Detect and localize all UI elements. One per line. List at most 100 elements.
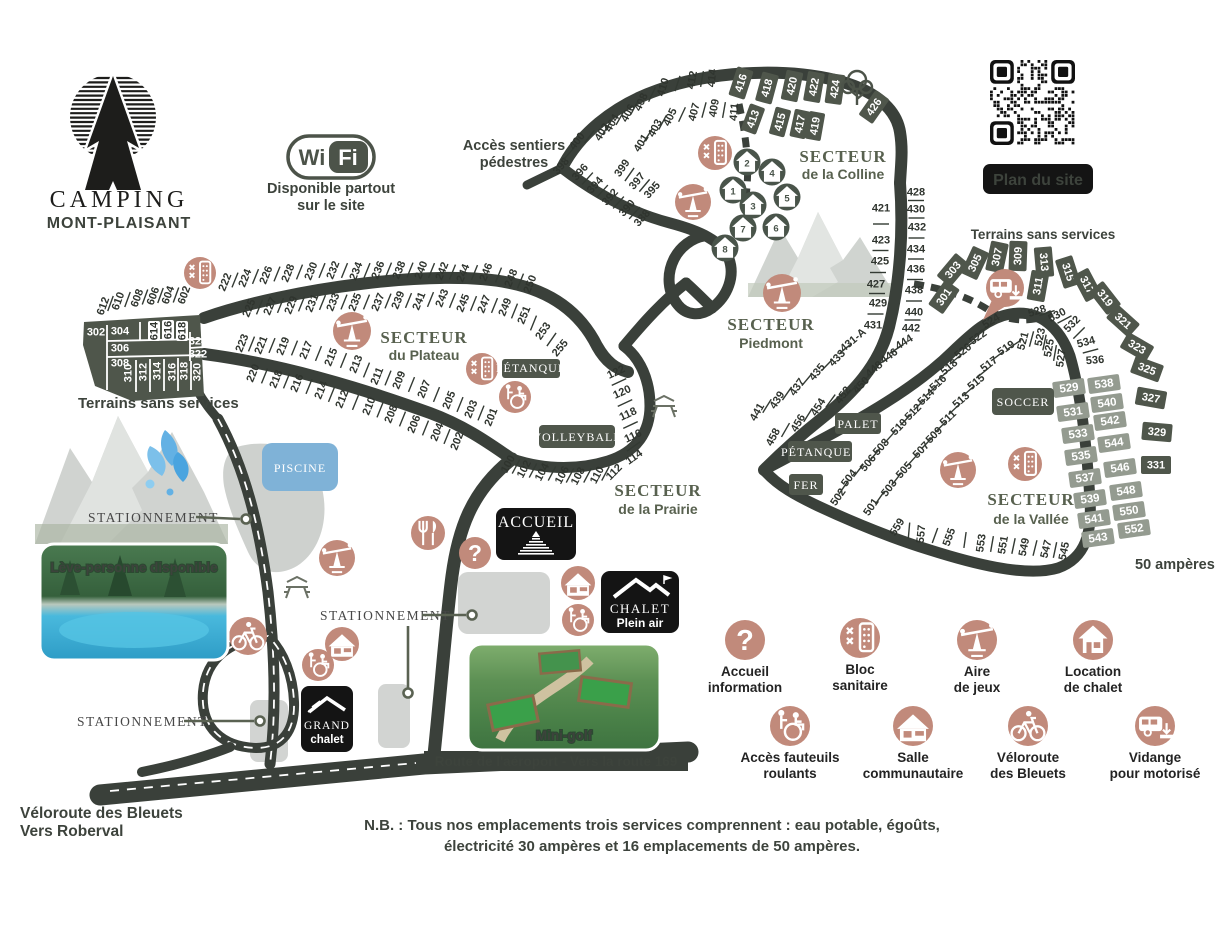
- chalet-number: 3: [750, 202, 755, 213]
- site-number: 249: [496, 296, 514, 318]
- site-number: 222: [216, 271, 234, 293]
- tree-icon: [840, 69, 874, 105]
- brand-logo: CAMPING MONT-PLAISANT: [47, 68, 190, 232]
- nb-line-1: N.B. : Tous nos emplacements trois servi…: [364, 817, 940, 834]
- chalet-roof-icon: [612, 577, 671, 599]
- grand-chalet-label-2: chalet: [310, 734, 343, 746]
- site-number: 421: [872, 203, 890, 215]
- site-number: 310: [123, 364, 135, 382]
- chalet-marker: 2: [733, 148, 761, 176]
- chalet-marker: 4: [758, 158, 786, 186]
- map-icon-question: [459, 537, 491, 569]
- map-icons-layer: [184, 136, 1042, 681]
- road-colline-link: [680, 277, 718, 314]
- map-icon-wheelchair: [302, 649, 334, 681]
- sector-labels: SECTEUR de la Colline SECTEUR Piedmont S…: [380, 147, 1074, 527]
- qr-code: [990, 60, 1075, 145]
- site-number: 540: [1097, 396, 1118, 411]
- legend-label-1: Vidange: [1129, 750, 1182, 765]
- site-number: 221: [252, 334, 270, 356]
- site-number: 302: [87, 327, 105, 339]
- site-number: 539: [1080, 492, 1101, 507]
- map-icon-shower: [698, 136, 732, 170]
- site-number: 537: [1075, 471, 1096, 486]
- site-number: 551: [996, 535, 1011, 555]
- sector-piedmont-2: Piedmont: [739, 335, 803, 351]
- site-number: 442: [902, 323, 920, 335]
- nb-line-2: électricité 30 ampères et 16 emplacement…: [444, 838, 860, 855]
- chalet-marker: 1: [719, 176, 747, 204]
- wifi-caption-2: sur le site: [297, 198, 365, 214]
- site-number: 428: [907, 187, 925, 199]
- site-number: 405: [661, 106, 680, 128]
- road-airport-dashes: [109, 762, 417, 792]
- grand-chalet-label-1: GRAND: [304, 720, 350, 732]
- site-number: 315: [1059, 262, 1076, 283]
- site-number: 215: [322, 346, 340, 368]
- site-number: 247: [475, 293, 493, 315]
- site-number: 306: [111, 343, 129, 355]
- mountains-left: [35, 416, 228, 544]
- site-number: 228: [279, 262, 297, 284]
- sector-piedmont-1: SECTEUR: [727, 315, 814, 334]
- site-number: 395: [642, 179, 663, 201]
- accueil-label: ACCUEIL: [498, 514, 574, 531]
- petanques-label: PÉTANQUES: [781, 445, 859, 459]
- site-number: 513: [950, 390, 972, 411]
- site-number: 547: [1038, 539, 1054, 560]
- grand-chalet-building: GRAND chalet: [301, 686, 353, 752]
- site-number: 232: [324, 259, 342, 281]
- site-number: 313: [1037, 252, 1051, 271]
- site-number: 324: [189, 336, 208, 348]
- legend-label-1: Véloroute: [997, 750, 1060, 765]
- site-number: 546: [1110, 461, 1131, 476]
- site-number: 211: [369, 366, 387, 387]
- chalet-number: 8: [722, 245, 727, 256]
- road-center: [426, 452, 519, 771]
- site-number: 429: [869, 298, 887, 310]
- site-number: 441: [748, 401, 768, 423]
- site-number: 436: [907, 264, 925, 276]
- stationnement-label-b: STATIONNEMENT: [320, 608, 451, 623]
- stationnement-label-c: STATIONNEMENT: [77, 714, 208, 729]
- site-number: 217: [297, 339, 315, 361]
- map-icon-seesaw: [333, 312, 371, 350]
- minigolf-caption: Mini-golf: [536, 728, 593, 743]
- road-west-link: [137, 742, 235, 777]
- terrains-right-label: Terrains sans services: [971, 227, 1116, 242]
- map-icon-rv-pin: [983, 269, 1024, 320]
- parking-center: [378, 684, 410, 748]
- road-piedmont: [758, 177, 908, 476]
- site-number: 544: [1104, 436, 1125, 451]
- map-icon-shower: [466, 353, 498, 385]
- chalet-marker: 5: [773, 183, 801, 211]
- stationnement-label-a: STATIONNEMENT: [88, 510, 219, 525]
- wifi-badge: Wi Fi Disponible partout sur le site: [267, 134, 395, 214]
- plan-du-site-button[interactable]: Plan du site: [983, 164, 1093, 194]
- site-number: 308: [111, 358, 129, 370]
- chalet-marker: 6: [762, 213, 790, 241]
- pool-caption: Lève-personne disponible: [50, 560, 218, 575]
- acces-sentiers-1: Accès sentiers: [463, 138, 565, 154]
- site-number: 251: [515, 304, 533, 326]
- site-number: 515: [965, 372, 987, 393]
- piscine-box: [262, 443, 338, 491]
- site-number: 331: [1147, 460, 1165, 472]
- sector-vallee-1: SECTEUR: [987, 490, 1074, 509]
- map-icon-bike: [229, 617, 267, 655]
- site-number: 425: [871, 256, 889, 268]
- site-number: 307: [990, 247, 1006, 267]
- chalet-marker: 8: [711, 234, 739, 262]
- site-number: 527: [1054, 348, 1068, 368]
- chalet-number: 2: [744, 159, 749, 170]
- site-number: 253: [533, 320, 553, 342]
- fer-label: FER: [793, 478, 818, 492]
- legend-label-1: Salle: [897, 750, 929, 765]
